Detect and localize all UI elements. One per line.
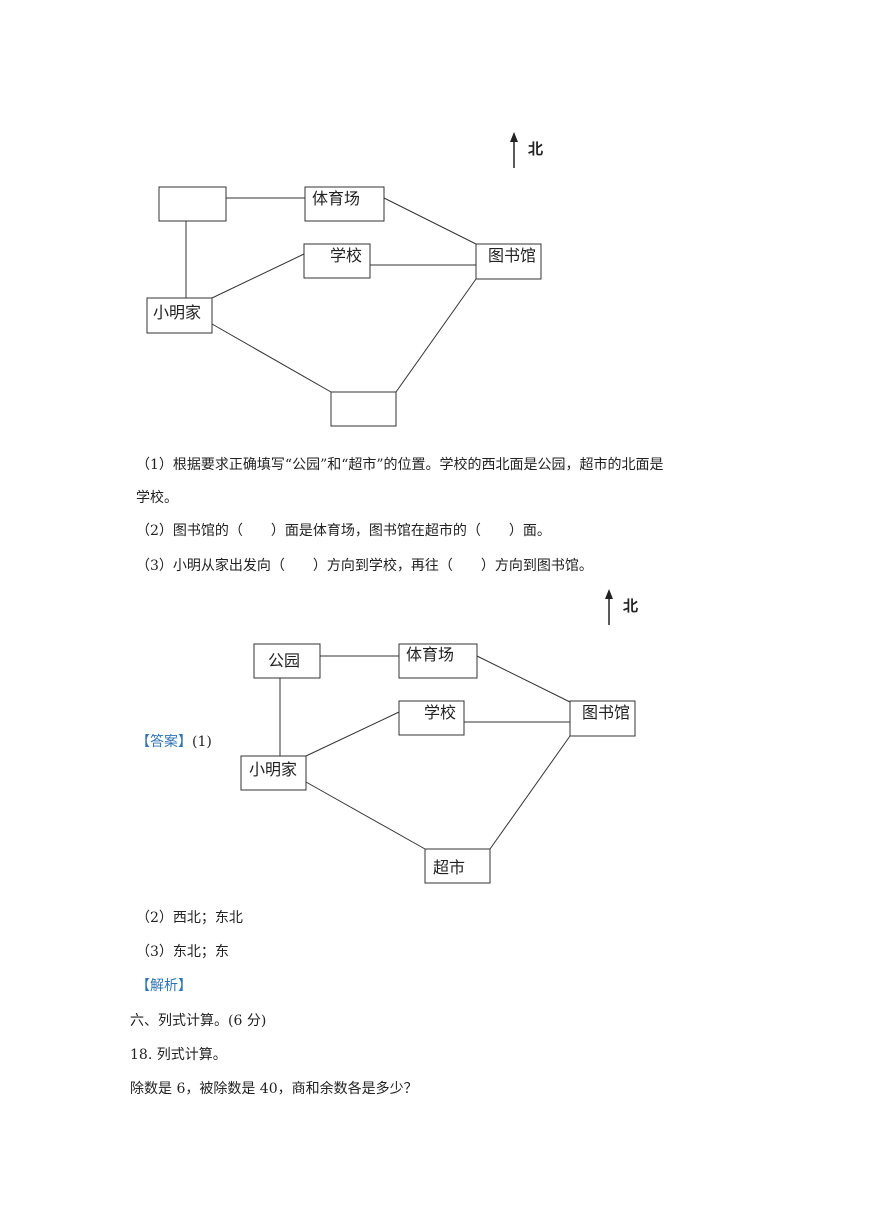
school-label-answer: 学校 xyxy=(424,703,456,722)
map-diagram-answer: 北 公园 体育场 学校 图书馆 小明家 超市 xyxy=(0,585,869,895)
library-label-answer: 图书馆 xyxy=(582,703,630,722)
park-box xyxy=(253,643,321,679)
answer-map-connections xyxy=(279,655,571,850)
north-arrow-icon xyxy=(510,132,518,168)
school-box xyxy=(303,243,371,279)
north-label: 北 xyxy=(528,140,543,158)
north-arrow-icon-answer xyxy=(605,589,613,625)
library-box xyxy=(475,243,542,280)
map-diagram-question: 北 体育场 学校 图书馆 小明家 xyxy=(0,0,869,440)
answer-2: （2）西北；东北 xyxy=(136,910,243,926)
question-18-text: 除数是 6，被除数是 40，商和余数各是多少？ xyxy=(130,1081,418,1097)
supermarket-box xyxy=(424,848,491,884)
question-2: （2）图书馆的（ ）面是体育场，图书馆在超市的（ ）面。 xyxy=(136,523,551,539)
stadium-label-answer: 体育场 xyxy=(406,645,454,664)
answer-line-1: 【答案】(1) xyxy=(136,732,212,752)
answer-map-svg: 北 公园 体育场 学校 图书馆 小明家 超市 xyxy=(240,589,638,884)
map-svg: 北 体育场 学校 图书馆 小明家 xyxy=(146,132,543,427)
answer-tag: 【答案】 xyxy=(136,734,192,750)
question-1-line-1: （1）根据要求正确填写“公园”和“超市”的位置。学校的西北面是公园，超市的北面是 xyxy=(136,457,664,473)
blank-place-box-top xyxy=(158,186,227,222)
section-6-heading: 六、列式计算。(6 分) xyxy=(130,1013,267,1029)
library-label: 图书馆 xyxy=(488,246,536,265)
stadium-box xyxy=(304,186,385,222)
question-3: （3）小明从家出发向（ ）方向到学校，再往（ ）方向到图书馆。 xyxy=(136,558,593,574)
school-label: 学校 xyxy=(330,246,362,265)
question-18-title: 18. 列式计算。 xyxy=(130,1047,227,1063)
home-box xyxy=(146,297,213,334)
library-box-answer xyxy=(569,700,636,737)
north-label-answer: 北 xyxy=(623,597,638,615)
school-box-answer xyxy=(398,700,465,736)
analysis-tag: 【解析】 xyxy=(136,978,192,994)
home-box-answer xyxy=(240,755,307,791)
stadium-box-answer xyxy=(398,643,478,679)
home-label: 小明家 xyxy=(153,303,201,322)
blank-place-box-bottom xyxy=(330,391,397,427)
supermarket-label: 超市 xyxy=(433,858,465,877)
stadium-label: 体育场 xyxy=(312,189,360,208)
answer-part-1-label: (1) xyxy=(192,734,212,750)
park-label: 公园 xyxy=(268,651,300,670)
question-1-line-2: 学校。 xyxy=(136,490,178,506)
map-connections xyxy=(185,197,477,393)
home-label-answer: 小明家 xyxy=(249,760,297,779)
answer-3: （3）东北；东 xyxy=(136,944,229,960)
